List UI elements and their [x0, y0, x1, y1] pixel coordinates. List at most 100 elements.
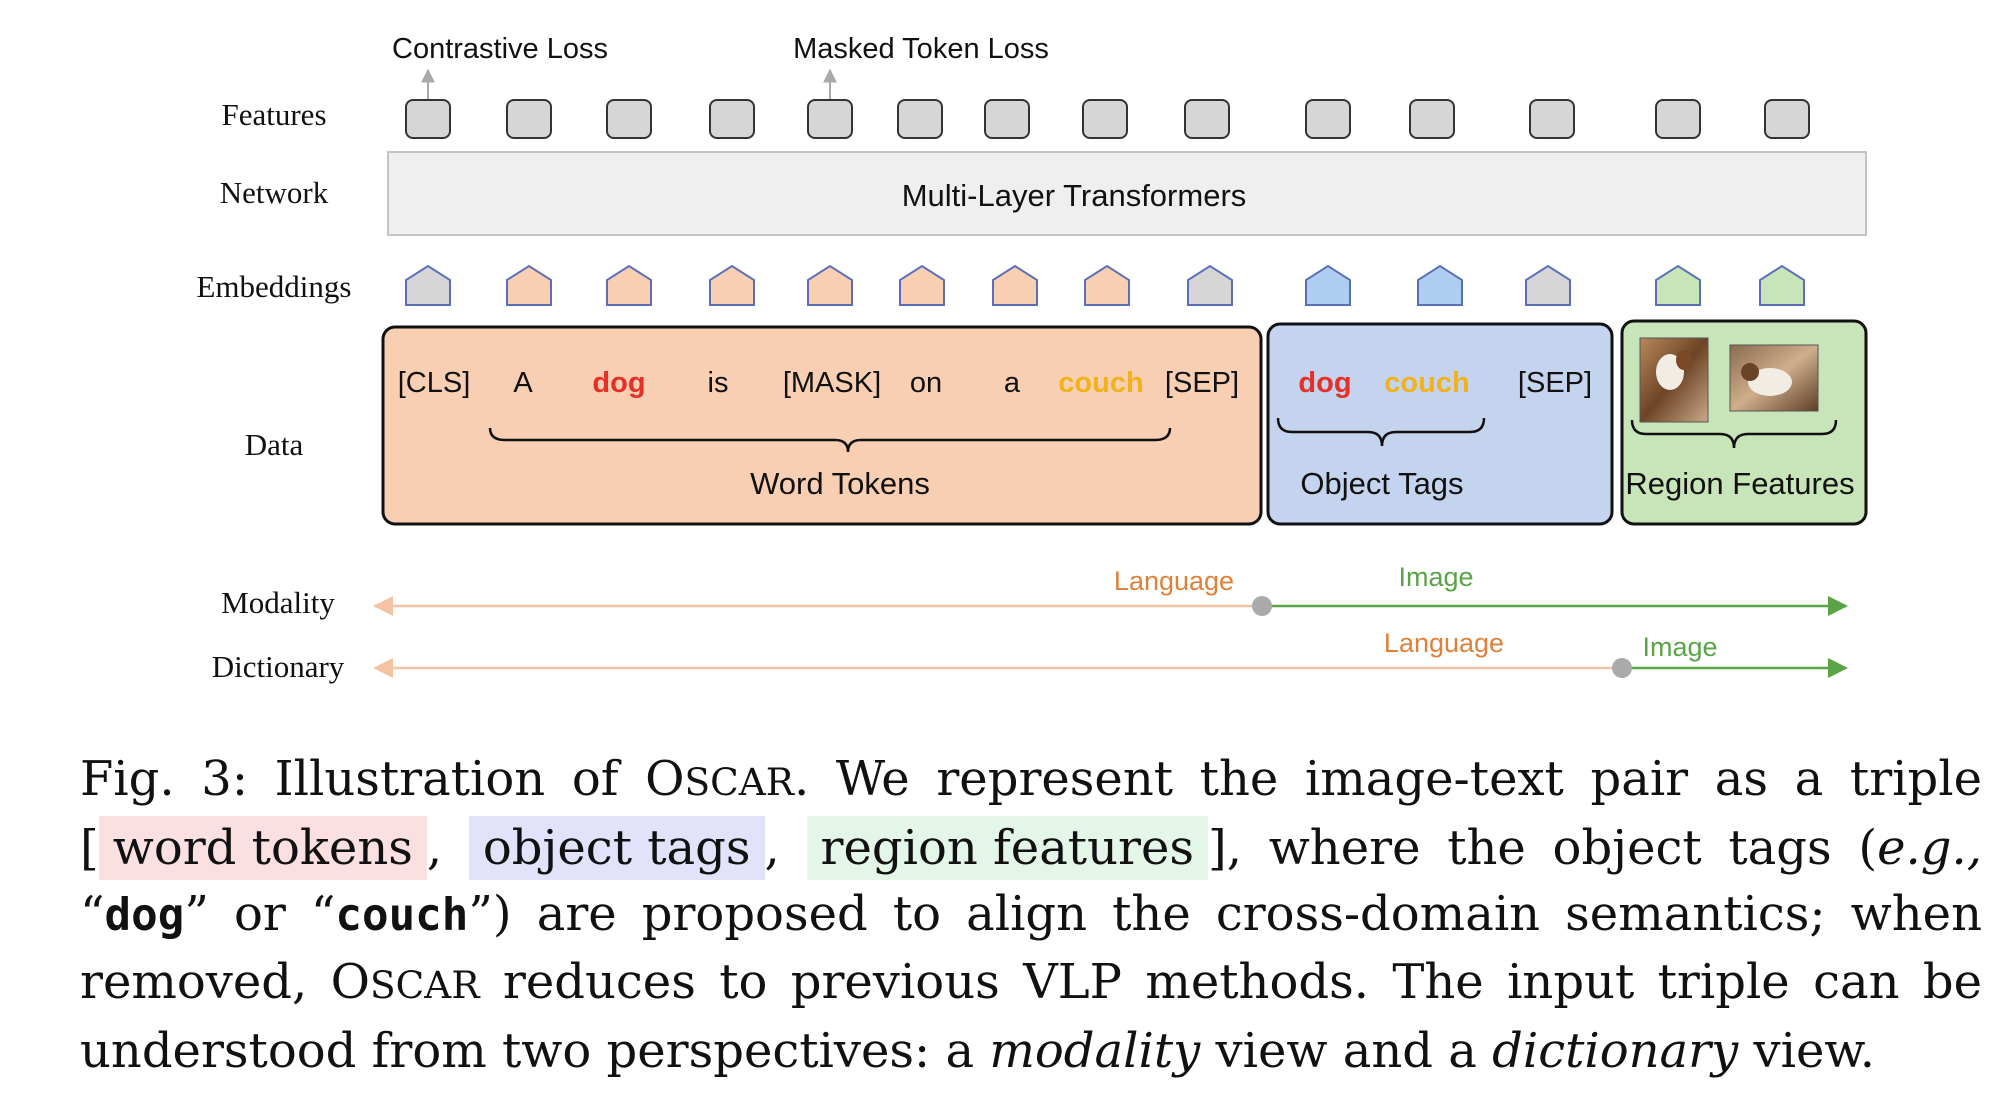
object-tag-sep: [SEP] — [1518, 367, 1592, 399]
caption-text: ”) are proposed to align the cross-domai… — [468, 886, 1983, 942]
word-tokens-box — [381, 325, 1263, 526]
oscar-name: OSCAR — [645, 751, 794, 807]
caption-text: view. — [1753, 1023, 1876, 1079]
caption-comma: , — [764, 820, 780, 876]
caption-fig-number: Fig. 3: — [80, 751, 248, 807]
region-features-label: Region Features — [1625, 466, 1854, 501]
object-tags-box — [1266, 322, 1614, 526]
caption-eg: e.g., — [1877, 820, 1983, 876]
transformer-label: Multi-Layer Transformers — [902, 178, 1247, 213]
object-tags-label: Object Tags — [1300, 466, 1463, 501]
embedding-token — [992, 264, 1038, 306]
caption-quote: “ — [80, 886, 105, 942]
oscar-initial: O — [645, 751, 685, 807]
modality-language-label: Language — [1114, 566, 1234, 596]
object-tag-couch: couch — [1384, 367, 1469, 399]
embedding-token — [899, 264, 945, 306]
feature-box — [984, 99, 1030, 139]
caption-line-4: removed, OSCAR reduces to previous VLP m… — [80, 949, 1982, 1018]
row-label-features: Features — [221, 97, 326, 132]
dictionary-language-label: Language — [1384, 628, 1504, 658]
word-tokens-brace — [488, 427, 1172, 453]
embedding-token — [807, 264, 853, 306]
row-label-dictionary: Dictionary — [212, 649, 345, 684]
feature-box — [1184, 99, 1230, 139]
token-cls: [CLS] — [398, 367, 471, 399]
feature-box — [897, 99, 943, 139]
caption-text: understood from two perspectives: a — [80, 1023, 975, 1079]
feature-box — [709, 99, 755, 139]
dictionary-split-point — [1612, 658, 1632, 678]
caption-code-dog: dog — [104, 890, 185, 941]
modality-split-point — [1252, 596, 1272, 616]
caption-text: reduces to previous VLP methods. The inp… — [502, 954, 1983, 1010]
caption-modality: modality — [989, 1023, 1201, 1079]
row-label-network: Network — [220, 175, 329, 210]
row-label-embeddings: Embeddings — [197, 269, 352, 304]
embedding-token — [1305, 264, 1351, 306]
caption-line-3: “dog” or “couch”) are proposed to align … — [80, 881, 1982, 949]
oscar-name: OSCAR — [331, 954, 480, 1010]
feature-box — [1409, 99, 1455, 139]
region-image-2 — [1729, 344, 1819, 412]
caption-line-5: understood from two perspectives: a moda… — [80, 1018, 1982, 1084]
word-tokens-label: Word Tokens — [750, 466, 930, 501]
object-tags-brace — [1276, 417, 1486, 447]
caption-code-couch: couch — [335, 890, 469, 941]
caption-bracket: [ — [80, 820, 99, 876]
modality-image-label: Image — [1398, 562, 1473, 592]
highlight-object-tags: object tags — [468, 816, 765, 880]
oscar-rest: SCAR — [370, 963, 480, 1007]
embedding-token — [606, 264, 652, 306]
caption-line-2: [word tokens, object tags, region featur… — [80, 815, 1982, 881]
embedding-token — [405, 264, 451, 306]
embedding-token — [1655, 264, 1701, 306]
caption-text: Illustration of — [274, 751, 619, 807]
transformer-block — [387, 151, 1867, 236]
token-couch: couch — [1058, 367, 1143, 399]
token-on: on — [910, 367, 942, 399]
embedding-token — [1084, 264, 1130, 306]
feature-box — [405, 99, 451, 139]
highlight-region-features: region features — [806, 816, 1208, 880]
contrastive-loss-label: Contrastive Loss — [392, 33, 608, 65]
embedding-token — [506, 264, 552, 306]
token-dog: dog — [592, 367, 645, 399]
token-is: is — [708, 367, 729, 399]
object-tag-dog: dog — [1298, 367, 1351, 399]
row-label-modality: Modality — [221, 585, 335, 620]
feature-row — [405, 99, 1810, 139]
feature-box — [1655, 99, 1701, 139]
row-label-data: Data — [245, 427, 304, 462]
feature-box — [606, 99, 652, 139]
feature-box — [1764, 99, 1810, 139]
region-image-1 — [1639, 337, 1709, 423]
figure-caption: Fig. 3: Illustration of OSCAR. We repres… — [80, 746, 1982, 1084]
caption-line-1: Fig. 3: Illustration of OSCAR. We repres… — [80, 746, 1982, 815]
masked-token-loss-label: Masked Token Loss — [793, 33, 1049, 65]
oscar-initial: O — [330, 954, 371, 1010]
caption-text: . We represent the image-text pair as a … — [793, 751, 1982, 807]
feature-box — [1082, 99, 1128, 139]
token-sep: [SEP] — [1165, 367, 1239, 399]
caption-comma: , — [426, 820, 443, 876]
token-mask: [MASK] — [783, 367, 881, 399]
oscar-rest: SCAR — [684, 760, 794, 804]
dictionary-image-label: Image — [1642, 632, 1717, 662]
embedding-token — [1417, 264, 1463, 306]
feature-box — [807, 99, 853, 139]
embedding-token — [1187, 264, 1233, 306]
feature-box — [506, 99, 552, 139]
caption-dictionary: dictionary — [1492, 1023, 1739, 1079]
caption-quote: ” or “ — [184, 886, 336, 942]
embedding-token — [709, 264, 755, 306]
feature-box — [1305, 99, 1351, 139]
embedding-row — [405, 264, 1805, 306]
caption-text: ], where the object tags ( — [1208, 820, 1878, 876]
embedding-token — [1759, 264, 1805, 306]
caption-text: view and a — [1215, 1023, 1477, 1079]
caption-text: removed, — [80, 954, 308, 1010]
token-a-2: a — [1004, 367, 1021, 399]
embedding-token — [1525, 264, 1571, 306]
